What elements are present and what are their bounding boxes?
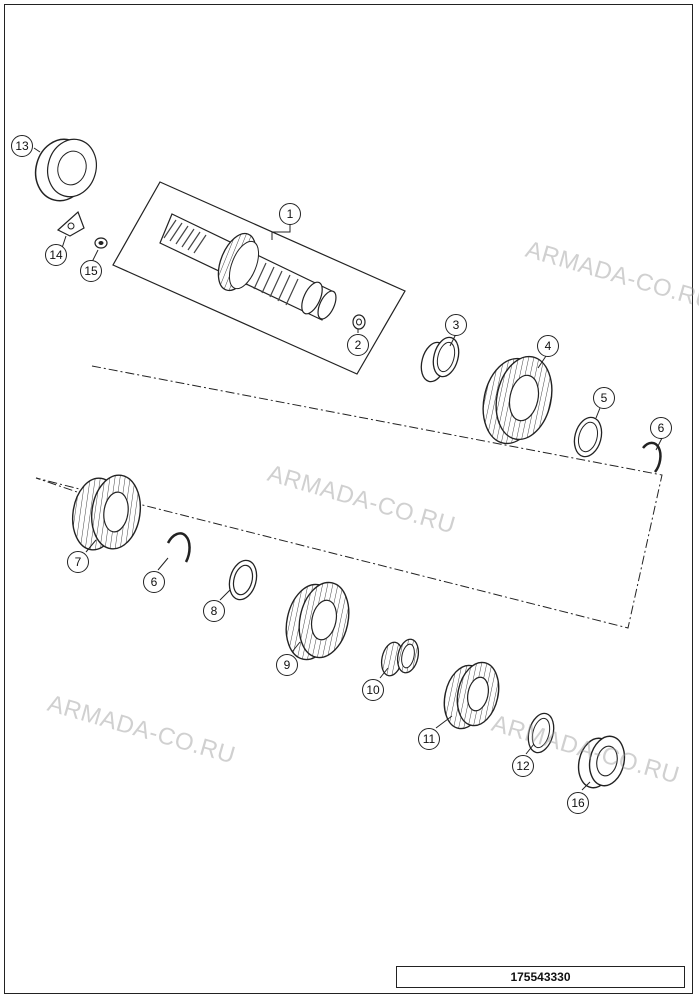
retaining-plate [56,210,85,237]
gear-4 [482,355,553,445]
callout-8[interactable]: 8 [203,600,225,622]
document-number: 175543330 [396,966,685,988]
shaft-assembly-frame [112,181,406,375]
circlip-6-lower [166,532,191,563]
callout-6-lower[interactable]: 6 [143,571,165,593]
callout-15[interactable]: 15 [80,260,102,282]
leader-lines [33,147,663,791]
callout-7[interactable]: 7 [67,551,89,573]
callout-10[interactable]: 10 [362,679,384,701]
shaft-gear [217,232,260,292]
callout-13[interactable]: 13 [11,135,33,157]
callout-16[interactable]: 16 [567,792,589,814]
washer-5 [573,416,603,458]
needle-bearing [380,638,420,677]
page-border [4,4,693,994]
callout-6-upper[interactable]: 6 [650,417,672,439]
circlip-6-upper [642,441,662,473]
bearing-13 [34,138,97,202]
callout-2[interactable]: 2 [347,334,369,356]
callout-4[interactable]: 4 [537,335,559,357]
bearing-16 [577,735,626,789]
gear-11 [443,661,500,730]
washer-12 [527,712,555,754]
callout-12[interactable]: 12 [512,755,534,777]
callout-11[interactable]: 11 [418,728,440,750]
assembly-guide-line [35,365,663,629]
callout-14[interactable]: 14 [45,244,67,266]
callout-5[interactable]: 5 [593,387,615,409]
screw [94,237,108,249]
callout-1[interactable]: 1 [279,203,301,225]
bushing [420,336,460,383]
gear-9 [285,581,350,661]
callout-9[interactable]: 9 [276,654,298,676]
nut [352,314,366,330]
gear-7 [71,474,142,551]
spline-washer [228,559,258,601]
callout-3[interactable]: 3 [445,314,467,336]
